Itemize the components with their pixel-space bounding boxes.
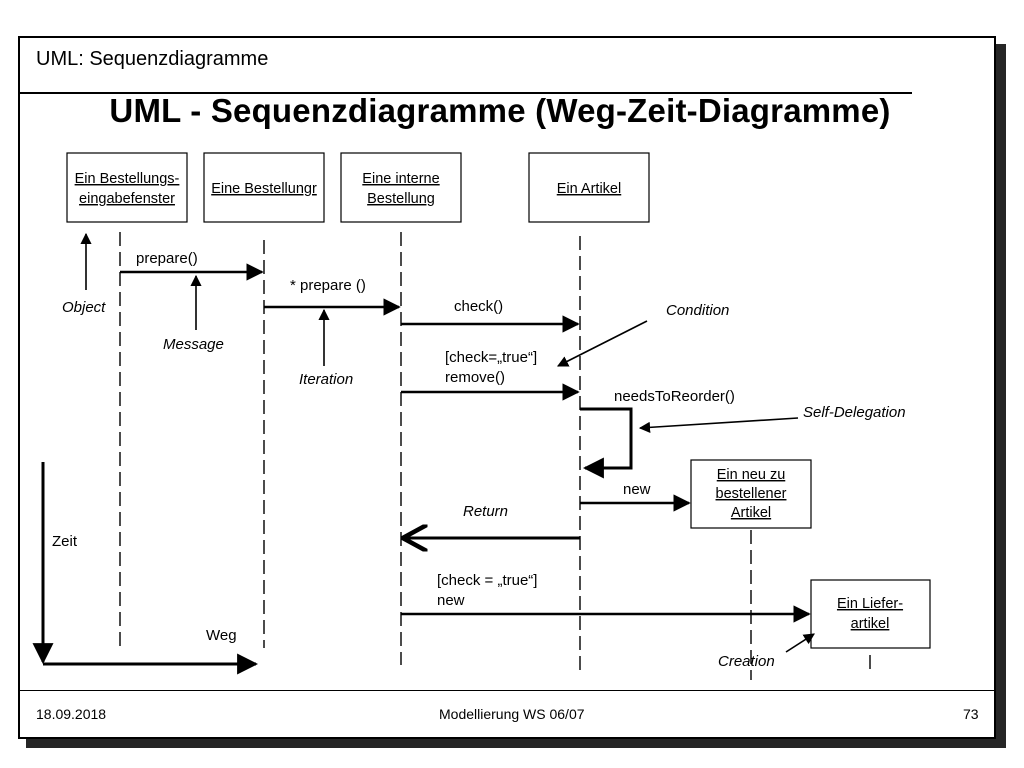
annotation-self-delegation: Self-Delegation (803, 404, 906, 421)
annotation-return: Return (463, 503, 508, 520)
main-title: UML - Sequenzdiagramme (Weg-Zeit-Diagram… (109, 92, 891, 129)
message-label-new: new (623, 481, 651, 498)
header-title: UML: Sequenzdiagramme (36, 48, 269, 70)
message-label-remove: remove() (445, 369, 505, 386)
object-box-neu-zu-bestellener-artikel: Ein neu zu bestellener Artikel (690, 459, 812, 529)
annotation-creation: Creation (718, 653, 775, 670)
self-delegation-pointer-arrow (638, 417, 799, 433)
object-label-line: Ein neu zu (717, 467, 786, 483)
footer-date: 18.09.2018 (36, 706, 107, 722)
message-label-guarded-new: new (437, 592, 465, 609)
footer-page-number: 73 (963, 706, 979, 722)
message-label-prepare: prepare() (136, 250, 198, 267)
object-box-artikel: Ein Artikel (528, 152, 650, 223)
annotation-iteration: Iteration (299, 371, 353, 388)
object-label-line: Eine interne (362, 171, 439, 187)
message-label-needs-to-reorder: needsToReorder() (614, 388, 735, 405)
annotation-condition: Condition (666, 302, 729, 319)
object-label-line: bestellener (716, 486, 787, 502)
message-guard-remove: [check=„true“] (445, 349, 537, 366)
object-box-bestellung: Eine Bestellungr (203, 152, 325, 223)
message-guard-new: [check = „true“] (437, 572, 537, 589)
object-label-line: Ein Bestellungs- (75, 171, 180, 187)
footer-divider (20, 690, 994, 691)
footer-course: Modellierung WS 06/07 (439, 706, 585, 722)
object-box-bestellungseingabefenster: Ein Bestellungs- eingabefenster (66, 152, 188, 223)
axis-label-weg: Weg (206, 627, 237, 644)
header-divider (20, 92, 912, 94)
object-label-line: Ein Artikel (557, 181, 621, 197)
object-label-line: artikel (851, 616, 890, 632)
object-label-line: Ein Liefer- (837, 596, 903, 612)
object-label-line: Bestellung (367, 191, 435, 207)
creation-pointer-arrow (785, 633, 815, 653)
annotation-object: Object (62, 299, 106, 316)
object-label-line: eingabefenster (79, 191, 175, 207)
message-label-check: check() (454, 298, 503, 315)
message-label-prepare-iteration: * prepare () (290, 277, 366, 294)
annotation-message: Message (163, 336, 224, 353)
axis-label-zeit: Zeit (52, 533, 78, 550)
object-label-line: Eine Bestellungr (211, 181, 317, 197)
object-label-line: Artikel (731, 505, 771, 521)
self-delegation-loop (580, 407, 633, 479)
object-box-interne-bestellung: Eine interne Bestellung (340, 152, 462, 223)
condition-pointer-arrow (557, 320, 648, 367)
object-box-lieferartikel: Ein Liefer- artikel (810, 579, 931, 649)
